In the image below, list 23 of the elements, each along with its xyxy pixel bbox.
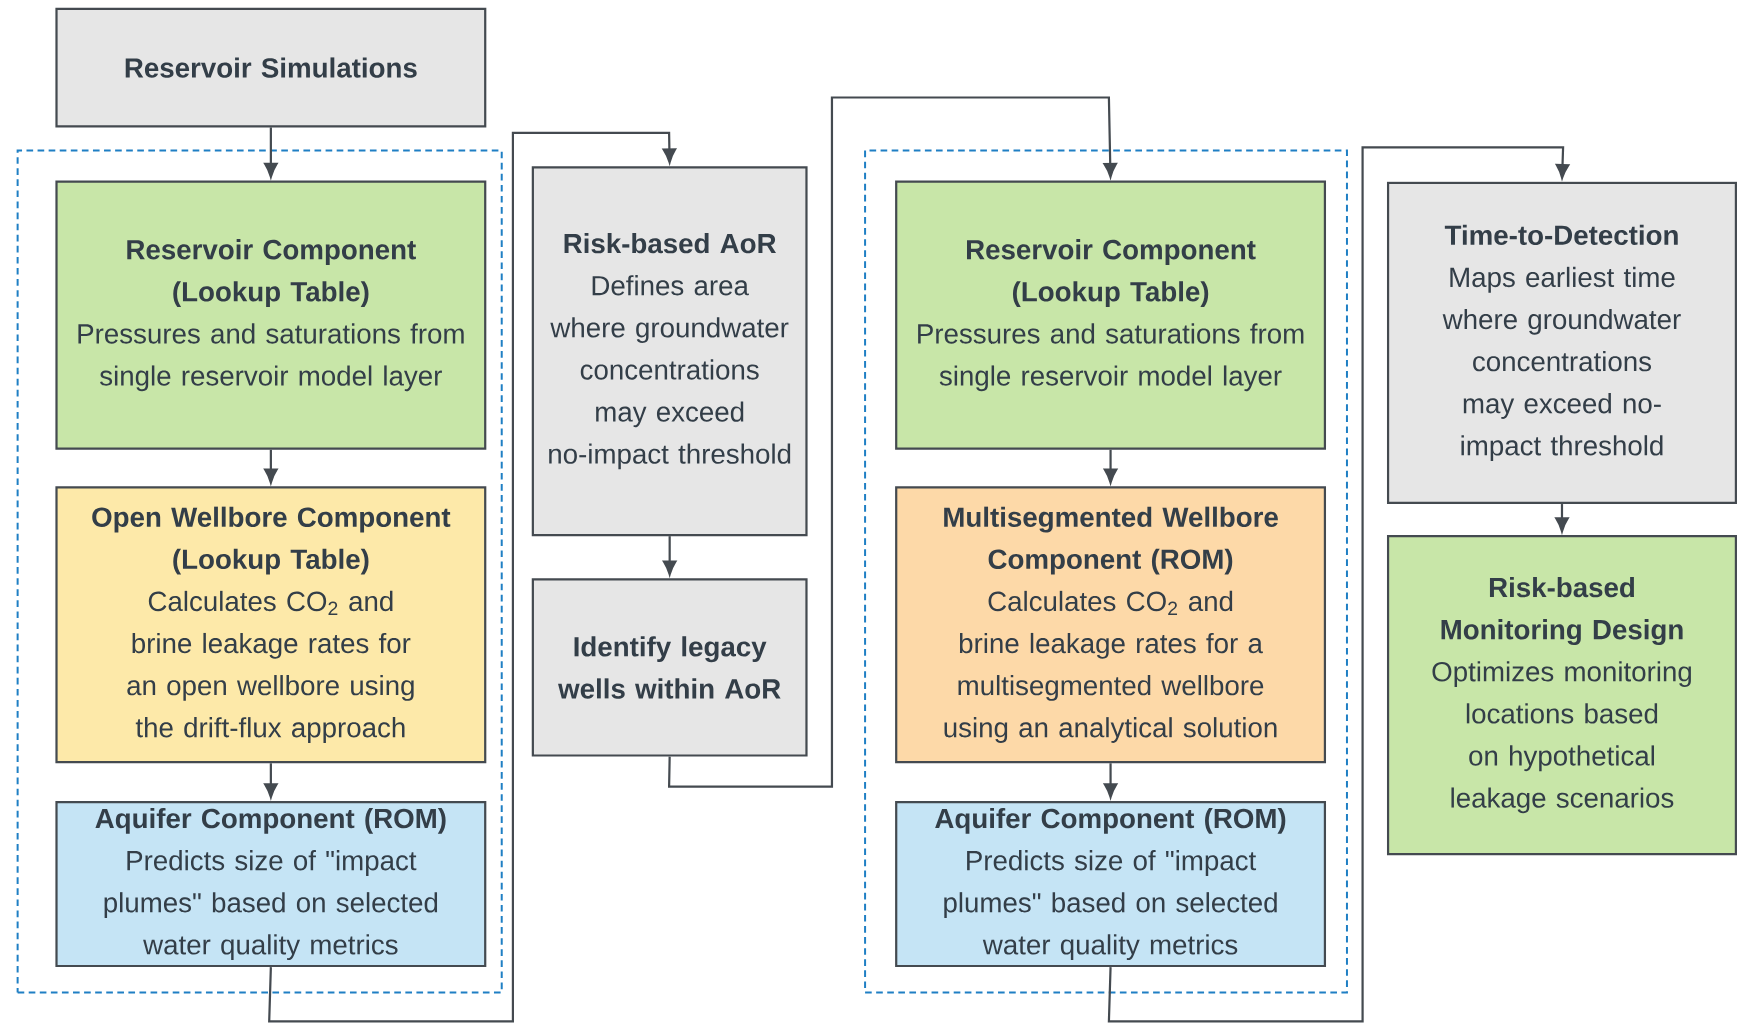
arrow [268, 131, 677, 1023]
process-box: Aquifer Component (ROM) Predicts size of "impact plumes" based on selected water quality metrics [55, 801, 487, 968]
process-box: Reservoir Component (Lookup Table) Pressures and saturations from single reservoir model layer [895, 180, 1327, 450]
process-box: Aquifer Component (ROM) Predicts size of "impact plumes" based on selected water quality metrics [895, 801, 1327, 968]
process-box: Risk-based Monitoring Design Optimizes monitoring locations based on hypothetical leakage scenarios [1386, 535, 1737, 856]
process-box: Risk-based AoR Defines area where groundwater concentrations may exceed no-impact threshold [531, 166, 808, 537]
arrow [1103, 763, 1118, 799]
process-box: Open Wellbore Component (Lookup Table) Calculates CO$_{2}$ and brine leakage rates for an open wellbore using the drift-flux approach [55, 486, 487, 764]
process-box: Time-to-Detection Maps earliest time where groundwater concentrations may exceed no-impact threshold [1386, 181, 1737, 505]
arrow [1555, 504, 1569, 533]
dashed-group-box [864, 149, 1348, 994]
arrow [264, 127, 278, 178]
process-box: Reservoir Component (Lookup Table) Pressures and saturations from single reservoir model layer [55, 180, 487, 450]
arrow [667, 96, 1117, 788]
process-box: Multisegmented Wellbore Component (ROM) Calculates CO$_{2}$ and brine leakage rates for a multisegmented wellbore using an analytical solution [895, 486, 1327, 764]
arrow [1107, 146, 1570, 1023]
arrow [264, 763, 278, 799]
dashed-group-box [16, 149, 503, 994]
arrow [1103, 449, 1118, 484]
process-box: Identify legacy wells within AoR [531, 578, 808, 757]
arrow [264, 449, 278, 484]
process-box: Reservoir Simulations [55, 7, 487, 128]
arrow [662, 536, 677, 576]
